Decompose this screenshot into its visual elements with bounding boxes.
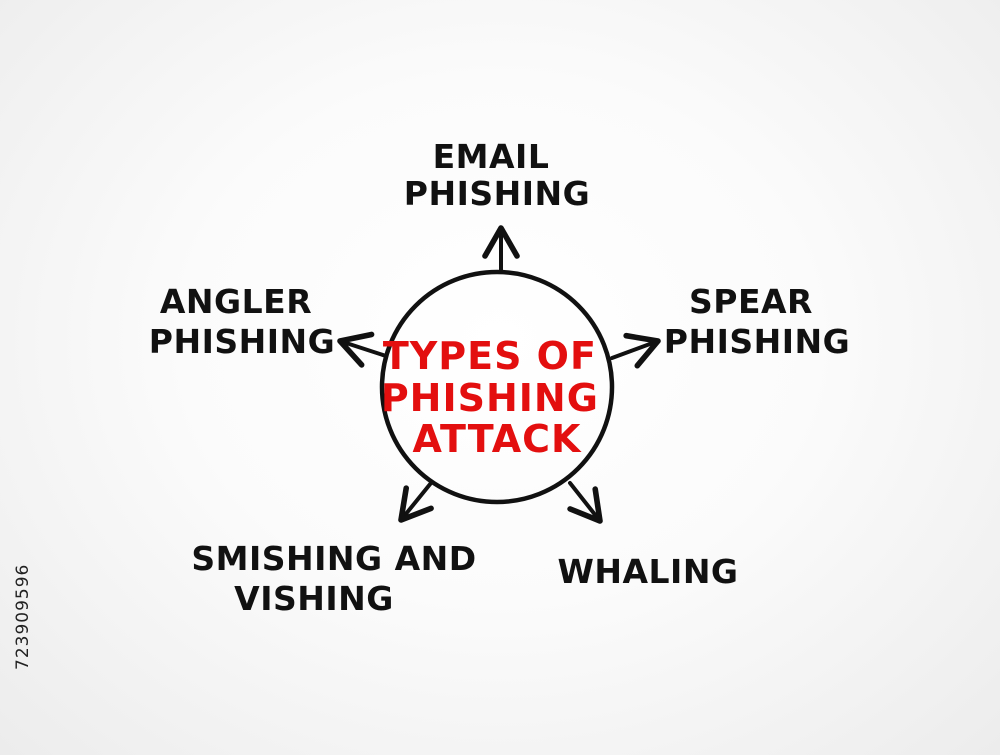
arrow-to-spear-phishing	[610, 332, 661, 369]
center-title: TYPES OF PHISHING ATTACK	[381, 334, 613, 461]
node-whaling: WHALING	[557, 552, 738, 591]
node-label-line: SPEAR	[689, 282, 813, 321]
node-label-line: PHISHING	[664, 322, 850, 361]
stock-id-watermark: 723909596	[13, 564, 33, 670]
node-label-line: PHISHING	[404, 174, 590, 213]
stock-id-text: 723909596	[13, 564, 33, 670]
arrow-to-whaling	[567, 481, 603, 524]
node-smishing-and-vishing: SMISHING AND VISHING	[191, 539, 488, 618]
node-label-line: PHISHING	[149, 322, 335, 361]
node-email-phishing: EMAIL PHISHING	[404, 137, 590, 213]
arrow-to-smishing-and-vishing	[398, 481, 434, 523]
node-angler-phishing: ANGLER PHISHING	[149, 282, 335, 361]
arrow-to-angler-phishing	[337, 331, 388, 368]
node-label-line: SMISHING AND	[191, 539, 476, 578]
node-label-line: VISHING	[234, 579, 394, 618]
node-spear-phishing: SPEAR PHISHING	[664, 282, 850, 361]
center-circle	[379, 269, 615, 505]
node-label-line: EMAIL	[433, 137, 550, 176]
center-title-line: ATTACK	[413, 417, 583, 461]
node-label-line: WHALING	[557, 552, 738, 591]
center-title-line: PHISHING	[381, 376, 599, 420]
node-label-line: ANGLER	[160, 282, 312, 321]
center-title-line: TYPES OF	[383, 334, 597, 378]
